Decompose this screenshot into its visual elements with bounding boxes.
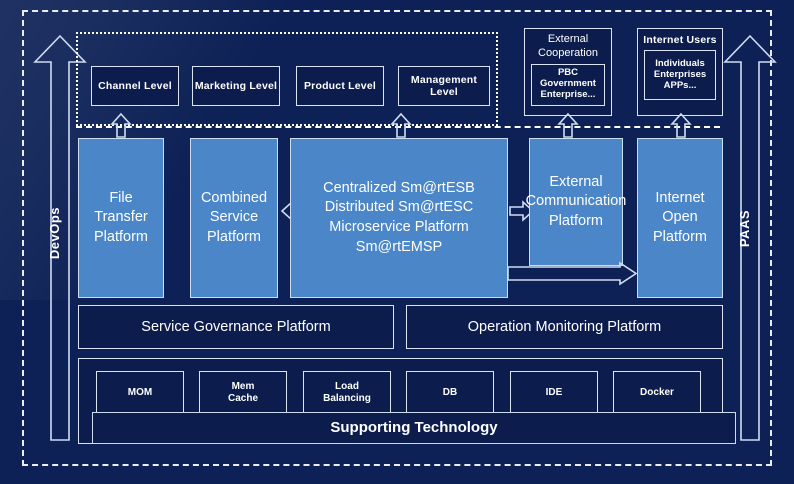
internet-users-detail-line2: Enterprises — [653, 68, 707, 80]
platform-external-comm-line3: Platform — [549, 212, 603, 229]
paas-arrow-label: PAAS — [737, 210, 752, 248]
connector-right-esb-to-internet-open-icon — [507, 261, 638, 286]
platform-combined-service-line3: Platform — [207, 228, 261, 245]
platform-esb-suite[interactable]: Centralized Sm@rtESB Distributed Sm@rtES… — [290, 138, 508, 298]
internet-users-box[interactable]: Internet Users Individuals Enterprises A… — [637, 28, 723, 116]
operation-monitoring-platform[interactable]: Operation Monitoring Platform — [406, 305, 723, 349]
internet-users-detail-line3: APPs... — [663, 79, 697, 91]
paas-arrow: PAAS — [722, 32, 778, 444]
platform-internet-open-line1: Internet — [655, 189, 705, 206]
platform-internet-open[interactable]: Internet Open Platform — [637, 138, 723, 298]
connector-up-esb-icon — [390, 112, 412, 138]
external-cooperation-detail-line1: PBC Government — [540, 67, 596, 90]
outer-dashed-frame — [22, 10, 772, 466]
external-cooperation-box[interactable]: External Cooperation PBC Government Ente… — [524, 28, 612, 116]
supporting-tech-docker-line1: Docker — [640, 386, 674, 398]
supporting-tech-docker[interactable]: Docker — [613, 371, 701, 414]
platform-file-transfer-line2: Transfer — [94, 209, 148, 226]
platform-external-comm-line1: External — [549, 173, 603, 190]
platform-external-comm-line2: Communication — [525, 193, 627, 210]
supporting-technology-banner[interactable]: Supporting Technology — [92, 412, 736, 444]
platform-internet-open-line3: Platform — [653, 228, 707, 245]
operation-monitoring-platform-label: Operation Monitoring Platform — [467, 318, 662, 335]
platform-combined-service-line2: Service — [209, 209, 259, 226]
platform-combined-service-line1: Combined — [200, 189, 268, 206]
supporting-tech-db-line1: DB — [442, 386, 458, 398]
platform-esb-line2: Distributed Sm@rtESC — [324, 199, 474, 216]
platform-combined-service[interactable]: Combined Service Platform — [190, 138, 278, 298]
supporting-tech-ide[interactable]: IDE — [510, 371, 598, 414]
devops-arrow-label: DevOps — [47, 207, 62, 260]
levels-separator-dashed-line — [76, 126, 720, 128]
devops-arrow-shape — [33, 34, 87, 441]
platform-file-transfer[interactable]: File Transfer Platform — [78, 138, 164, 298]
connector-right-esb-to-external-comm-icon — [509, 200, 535, 222]
level-label-management: Management Level — [410, 73, 478, 98]
level-box-management[interactable]: Management Level — [398, 66, 490, 106]
internet-users-title: Internet Users — [643, 34, 717, 46]
connector-up-external-comm-icon — [557, 112, 579, 138]
platform-external-communication[interactable]: External Communication Platform — [526, 138, 626, 266]
business-levels-container — [76, 32, 498, 126]
supporting-tech-mem-cache-line2: Cache — [227, 392, 258, 404]
paas-arrow-shape — [723, 34, 777, 441]
supporting-tech-db[interactable]: DB — [406, 371, 494, 414]
internet-users-detail-line1: Individuals — [655, 57, 705, 69]
supporting-technology-banner-label: Supporting Technology — [330, 419, 498, 437]
supporting-tech-mem-cache[interactable]: Mem Cache — [199, 371, 287, 414]
connector-up-file-transfer-icon — [110, 112, 132, 138]
level-box-marketing[interactable]: Marketing Level — [192, 66, 280, 106]
level-box-channel[interactable]: Channel Level — [91, 66, 179, 106]
external-cooperation-title-line2: Cooperation — [538, 46, 598, 59]
external-cooperation-detail-line2: Enterprise... — [540, 88, 596, 100]
external-cooperation-detail-box: PBC Government Enterprise... — [531, 63, 605, 106]
service-governance-platform[interactable]: Service Governance Platform — [78, 305, 394, 349]
level-label-product: Product Level — [303, 79, 377, 92]
platform-esb-line1: Centralized Sm@rtESB — [323, 179, 475, 196]
service-governance-platform-label: Service Governance Platform — [141, 318, 331, 335]
platform-esb-line3: Microservice Platform Sm@rtEMSP — [329, 219, 469, 255]
platform-file-transfer-line3: Platform — [94, 228, 148, 245]
external-cooperation-title-line1: External — [547, 33, 589, 45]
supporting-tech-mom[interactable]: MOM — [96, 371, 184, 414]
supporting-tech-load-balancing-line2: Balancing — [323, 392, 371, 404]
supporting-tech-mom-line1: MOM — [127, 386, 153, 398]
connector-up-internet-open-icon — [670, 112, 692, 138]
supporting-tech-load-balancing-line1: Load — [335, 381, 359, 392]
level-label-channel: Channel Level — [98, 79, 172, 92]
level-box-product[interactable]: Product Level — [296, 66, 384, 106]
supporting-tech-ide-line1: IDE — [545, 386, 563, 398]
devops-arrow: DevOps — [32, 32, 88, 444]
platform-file-transfer-line1: File — [109, 189, 133, 206]
supporting-tech-load-balancing[interactable]: Load Balancing — [303, 371, 391, 414]
level-label-marketing: Marketing Level — [194, 79, 278, 92]
internet-users-detail-box: Individuals Enterprises APPs... — [644, 50, 716, 101]
platform-internet-open-line2: Open — [662, 209, 698, 226]
supporting-tech-mem-cache-line1: Mem — [231, 381, 255, 392]
